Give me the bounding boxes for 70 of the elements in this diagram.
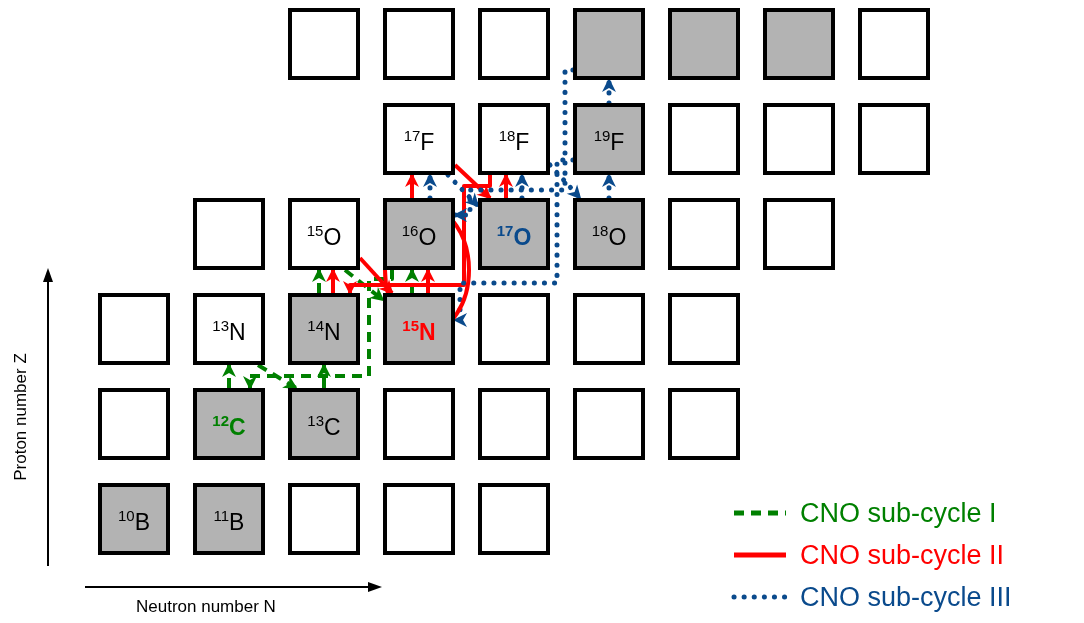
- empty-nuclide-box: [98, 388, 170, 460]
- nuclide-box: [193, 388, 265, 460]
- nuclide-box: [193, 483, 265, 555]
- nuclide-label: $^{14}$N: [306, 319, 342, 345]
- nuclide-label: $^{11}$B: [212, 509, 246, 535]
- empty-nuclide-box: [193, 198, 265, 270]
- axis-label: Neutron number N: [136, 597, 276, 617]
- nuclide-label: $^{16}$O: [400, 224, 438, 250]
- empty-nuclide-box: [668, 198, 740, 270]
- nuclide-box: [288, 198, 360, 270]
- nuclide-label: $^{18}$O: [590, 224, 628, 250]
- nuclide-label: $^{15}$N: [401, 319, 437, 345]
- nuclide-label: $^{10}$B: [117, 509, 151, 535]
- legend-label: CNO sub-cycle III: [800, 582, 1012, 612]
- empty-nuclide-box: [383, 388, 455, 460]
- nuclide-box: [573, 103, 645, 175]
- empty-nuclide-box: [668, 388, 740, 460]
- reaction-arrow: [421, 268, 435, 293]
- reaction-arrow: [317, 363, 331, 388]
- axis-label: Proton number Z: [10, 353, 31, 481]
- nuclide-label: $^{15}$O: [305, 224, 343, 250]
- nuclide-box: [288, 293, 360, 365]
- empty-nuclide-box: [383, 8, 455, 80]
- nuclide-label: $^{19}$F: [592, 129, 626, 155]
- reaction-arrow: [256, 363, 298, 390]
- empty-nuclide-box: [573, 8, 645, 80]
- nuclide-box: [478, 198, 550, 270]
- reaction-arrow: [343, 268, 385, 302]
- empty-nuclide-box: [98, 293, 170, 365]
- empty-nuclide-box: [573, 388, 645, 460]
- nuclide-box: [478, 103, 550, 175]
- nuclide-box: [288, 388, 360, 460]
- nuclide-box: [98, 483, 170, 555]
- nuclide-box: [383, 293, 455, 365]
- empty-nuclide-box: [763, 103, 835, 175]
- reaction-arrow: [343, 175, 492, 295]
- empty-nuclide-box: [763, 8, 835, 80]
- reaction-arrow: [405, 268, 419, 293]
- empty-nuclide-box: [478, 483, 550, 555]
- nuclide-label: $^{18}$F: [497, 129, 531, 155]
- reaction-arrow: [222, 363, 236, 388]
- nuclide-label: $^{13}$C: [306, 414, 342, 440]
- empty-nuclide-box: [478, 8, 550, 80]
- reaction-arrow: [405, 173, 419, 198]
- reaction-arrow: [312, 268, 326, 293]
- reaction-arrow: [499, 173, 513, 198]
- empty-nuclide-box: [668, 8, 740, 80]
- nuclide-label: $^{13}$N: [211, 319, 247, 345]
- empty-nuclide-box: [573, 293, 645, 365]
- nuclide-box: [383, 198, 455, 270]
- empty-nuclide-box: [858, 8, 930, 80]
- nuclide-box: [193, 293, 265, 365]
- nuclide-label: $^{17}$O: [495, 224, 533, 250]
- empty-nuclide-box: [288, 8, 360, 80]
- empty-nuclide-box: [858, 103, 930, 175]
- reaction-arrow: [326, 268, 340, 293]
- nuclide-label: $^{17}$F: [402, 129, 436, 155]
- nuclide-box: [383, 103, 455, 175]
- empty-nuclide-box: [288, 483, 360, 555]
- empty-nuclide-box: [668, 293, 740, 365]
- empty-nuclide-box: [383, 483, 455, 555]
- empty-nuclide-box: [763, 198, 835, 270]
- empty-nuclide-box: [668, 103, 740, 175]
- empty-nuclide-box: [478, 293, 550, 365]
- legend-label: CNO sub-cycle I: [800, 498, 997, 528]
- legend-label: CNO sub-cycle II: [800, 540, 1005, 570]
- nuclide-box: [573, 198, 645, 270]
- reaction-arrow: [243, 270, 394, 390]
- nuclide-label: $^{12}$C: [211, 414, 247, 440]
- empty-nuclide-box: [478, 388, 550, 460]
